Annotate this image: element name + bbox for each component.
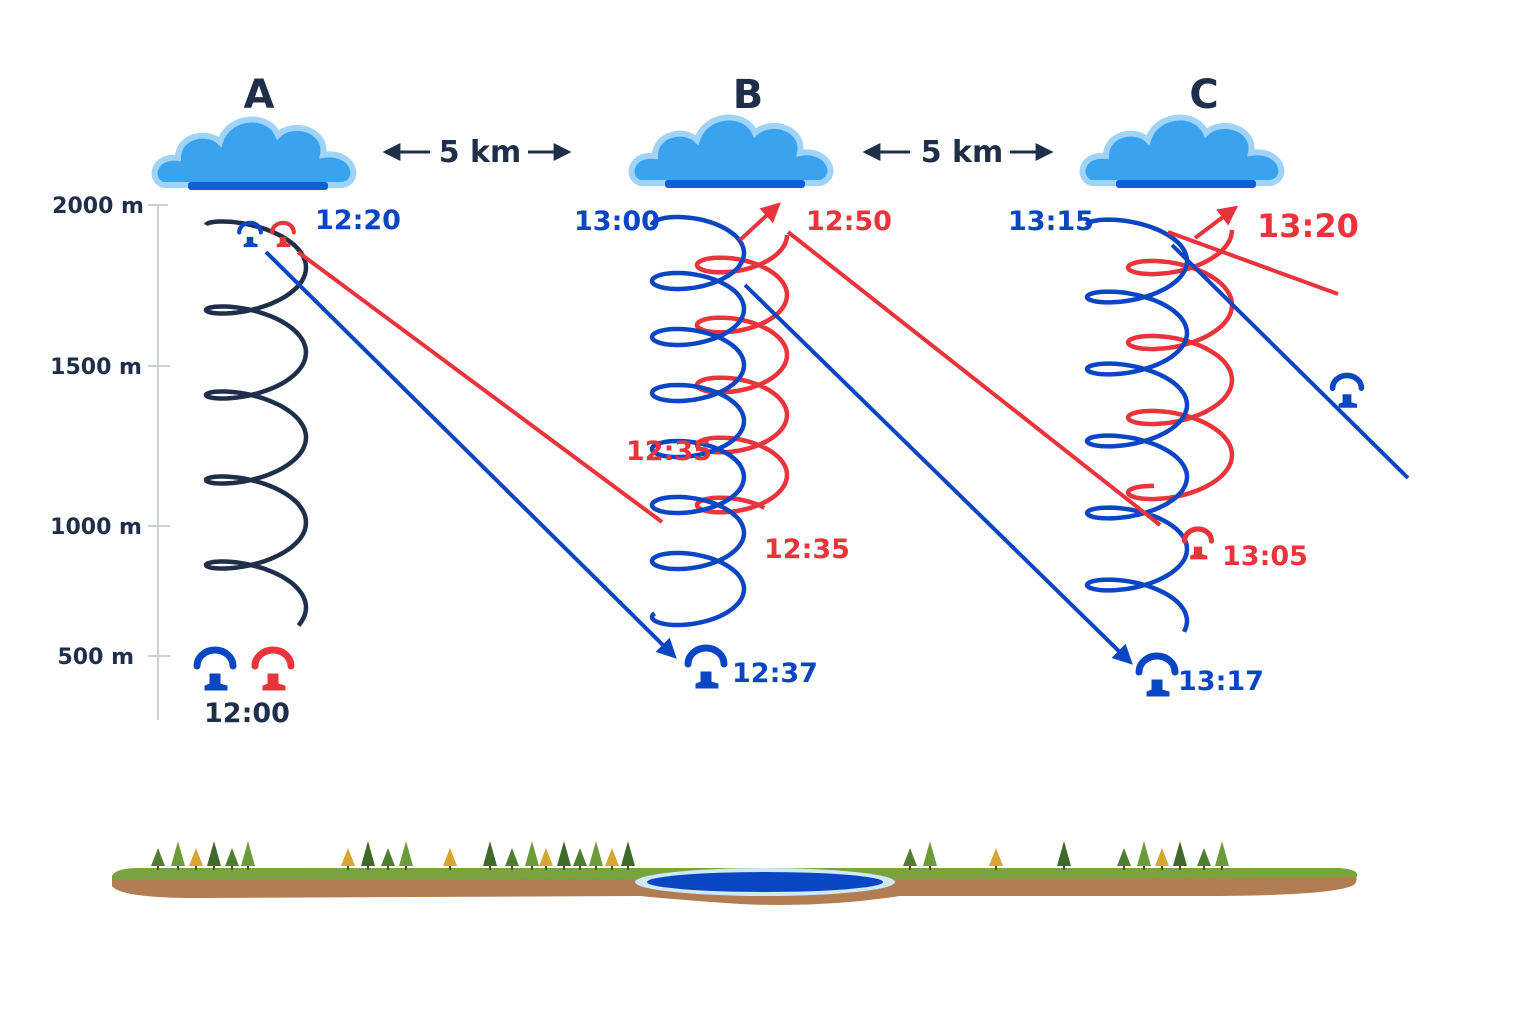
time-label-b-top-red: 12:50 xyxy=(806,206,892,237)
tree-icon xyxy=(621,841,635,870)
tree-icon xyxy=(525,841,539,870)
column-title-c: C xyxy=(1189,72,1218,118)
thermal-spirals xyxy=(203,214,1235,633)
time-label-a-start: 12:00 xyxy=(204,698,290,729)
tree-icon xyxy=(381,848,395,870)
tree-icon xyxy=(1155,848,1169,870)
altitude-axis: 2000 m 1500 m 1000 m 500 m xyxy=(50,194,170,720)
tree-icon xyxy=(539,848,553,870)
tree-icon xyxy=(189,848,203,870)
tree-icon xyxy=(341,848,355,870)
tree-icon xyxy=(1197,848,1211,870)
tree-icon xyxy=(225,848,239,870)
time-label-c-low-red: 13:05 xyxy=(1222,541,1308,572)
distance-label: 5 km xyxy=(921,135,1004,170)
cloud-icon xyxy=(632,118,831,188)
time-label-c-top-blue: 13:15 xyxy=(1008,206,1094,237)
tree-icon xyxy=(399,841,413,870)
tree-icon xyxy=(483,841,497,870)
tree-icon xyxy=(1117,848,1131,870)
time-label-b-arrival: 12:37 xyxy=(732,658,818,689)
climb-arrow-c-red xyxy=(1193,205,1239,240)
thermal-spiral-b-blue xyxy=(649,214,747,628)
tree-group xyxy=(151,841,1229,870)
tree-icon xyxy=(1173,841,1187,870)
column-title-b: B xyxy=(733,72,764,118)
altitude-tick: 1000 m xyxy=(50,515,142,540)
tree-icon xyxy=(989,848,1003,870)
altitude-tick: 2000 m xyxy=(52,194,144,219)
tree-icon xyxy=(151,848,165,870)
tree-icon xyxy=(1137,841,1151,870)
time-label-a-top: 12:20 xyxy=(315,205,401,236)
distance-label: 5 km xyxy=(439,135,522,170)
climb-arrow-b-red xyxy=(738,202,781,242)
glide-path-a-b-blue xyxy=(264,250,677,659)
tree-icon xyxy=(1215,841,1229,870)
paraglider-icon xyxy=(1139,656,1175,696)
tree-icon xyxy=(903,848,917,870)
tree-icon xyxy=(443,848,457,870)
thermal-spiral-a xyxy=(203,219,309,627)
time-label-b-top-blue: 13:00 xyxy=(574,206,660,237)
glide-path-b-c-blue xyxy=(743,283,1133,665)
tree-icon xyxy=(923,841,937,870)
time-label-c-top-red: 13:20 xyxy=(1257,207,1359,245)
glide-path-c-out-blue xyxy=(1170,243,1410,480)
tree-icon xyxy=(605,848,619,870)
time-label-c-arrival: 13:17 xyxy=(1178,666,1264,697)
distance-b-c: 5 km xyxy=(862,135,1054,170)
altitude-tick: 1500 m xyxy=(50,355,142,380)
glide-path-a-b-red xyxy=(296,250,664,524)
tree-icon xyxy=(505,848,519,870)
column-title-a: A xyxy=(244,72,275,118)
paraglider-icon xyxy=(688,648,724,688)
tree-icon xyxy=(573,848,587,870)
glide-path-c-out-red xyxy=(1167,230,1339,296)
tree-icon xyxy=(361,841,375,870)
tree-icon xyxy=(241,841,255,870)
altitude-tick: 500 m xyxy=(57,645,134,670)
thermal-spiral-c-red xyxy=(1125,229,1235,502)
tree-icon xyxy=(1057,841,1071,870)
paraglider-icon xyxy=(1333,375,1362,407)
cloud-icon xyxy=(1083,118,1282,188)
ground-landscape xyxy=(112,841,1358,905)
tree-icon xyxy=(557,841,571,870)
paraglider-icon xyxy=(197,650,233,690)
cloud-icon xyxy=(155,120,354,190)
time-label-b-low-red: 12:35 xyxy=(764,534,850,565)
paraglider-icon xyxy=(255,650,291,690)
tree-icon xyxy=(589,841,603,870)
tree-icon xyxy=(207,841,221,870)
glide-path-b-c-red xyxy=(786,230,1162,527)
time-label-b-mid-red: 12:35 xyxy=(626,436,712,467)
tree-icon xyxy=(171,841,185,870)
distance-a-b: 5 km xyxy=(382,135,572,170)
thermal-spiral-c-blue xyxy=(1084,217,1190,633)
